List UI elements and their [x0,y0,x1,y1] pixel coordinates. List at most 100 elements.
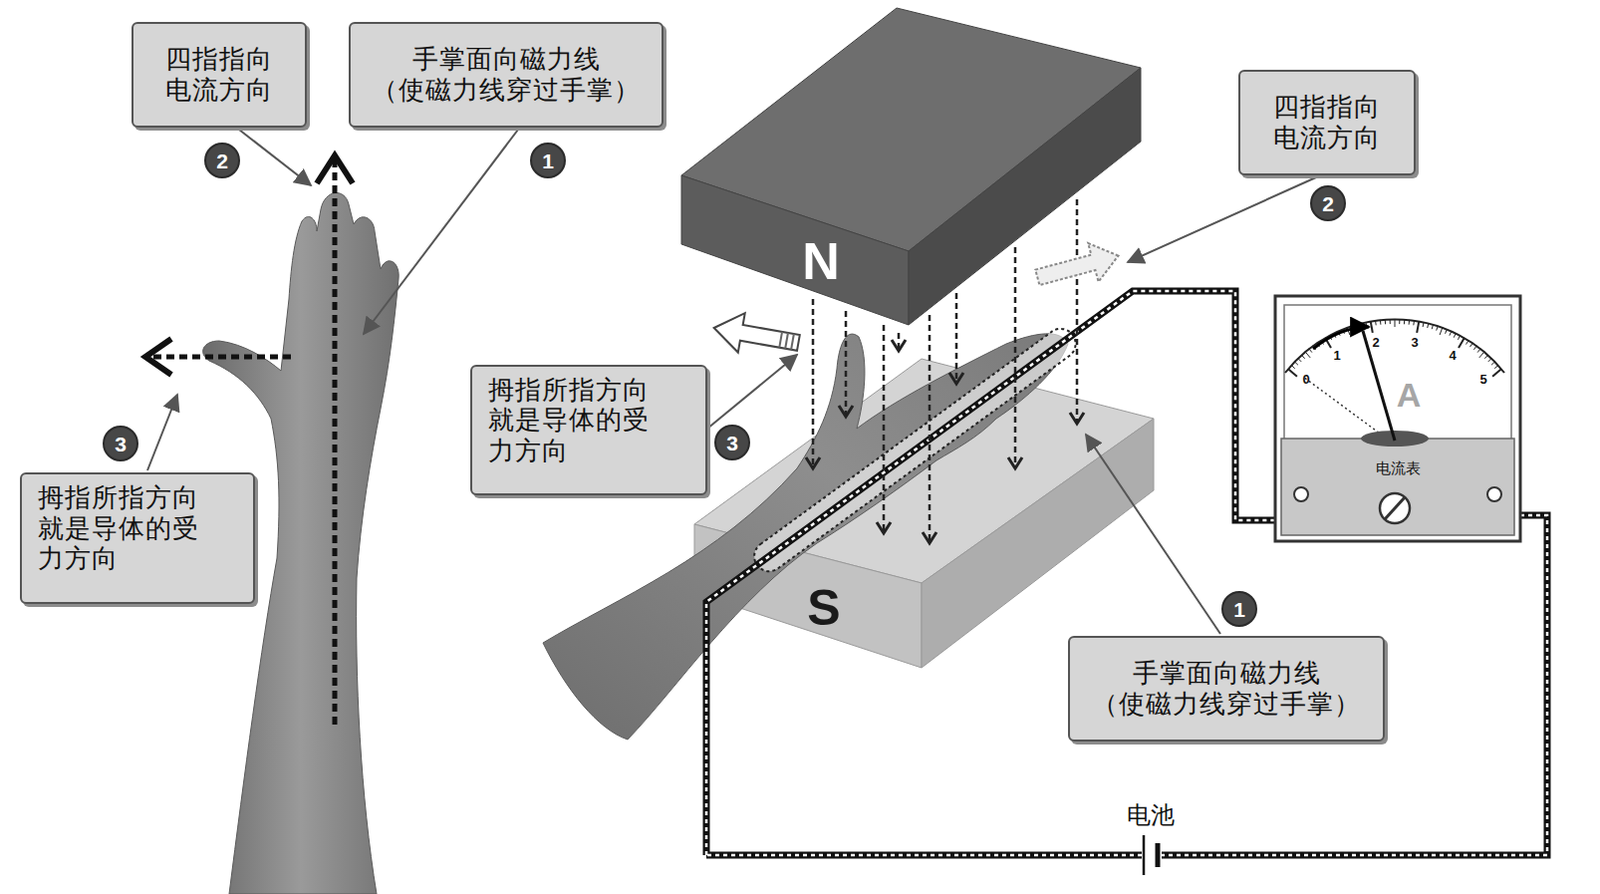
scale-number: 2 [1371,335,1379,349]
field-line [955,292,959,384]
scale-tick [1412,319,1415,325]
scale-tick [1427,322,1429,328]
field-line [811,298,815,469]
callout-text: 拇指所指方向 就是导体的受 力方向 [488,374,650,467]
current-arrowhead [316,155,353,184]
field-line [882,324,886,534]
field-arrowhead [891,339,906,351]
callout-box: 四指指向 电流方向 [1238,69,1416,176]
scale-tick [1370,320,1373,333]
magnet-side [908,67,1141,325]
scale-tick [1492,368,1502,377]
field-line [1075,199,1079,424]
ammeter-panel [1281,438,1515,535]
zero-screw-slot [1384,497,1405,520]
callout-text: 四指指向 电流方向 [1273,91,1381,153]
callout-text: 手掌面向磁力线 （使磁力线穿过手掌） [1091,657,1361,719]
scale-tick [1491,361,1496,366]
force-direction-line [151,354,291,360]
component-label: 电池 [1124,802,1177,827]
scale-tick [1479,351,1485,358]
leader-line [1085,434,1221,634]
scale-tick [1494,364,1499,368]
field-line [1014,247,1018,469]
field-arrowhead [838,405,853,417]
current-arrow [1032,236,1123,296]
scale-tick [1305,351,1311,358]
scale-tick [1309,348,1313,353]
scale-tick [1422,321,1424,327]
callout-box: 拇指所指方向 就是导体的受 力方向 [19,472,256,604]
scale-tick [1394,318,1396,327]
scale-tick [1398,318,1400,324]
zero-screw [1379,493,1410,524]
callout-text: 拇指所指方向 就是导体的受 力方向 [37,482,200,574]
needle-swing-arrow [1313,326,1369,349]
callout-text: 四指指向 电流方向 [165,43,273,105]
force-arrow [710,307,802,362]
terminal [1487,487,1502,502]
callout-box: 四指指向 电流方向 [131,21,307,128]
scale-tick [1488,357,1493,362]
scale-tick [1374,319,1377,325]
needle [1362,330,1395,441]
field-line [844,310,848,417]
scale-tick [1431,323,1433,329]
wire-dash [706,290,1548,855]
arrow-stripe [785,332,789,349]
force-arrowhead [145,338,172,375]
scale-tick [1484,354,1488,359]
scale-tick [1445,328,1448,334]
scale-tick [1389,318,1391,324]
scale-tick [1457,334,1460,339]
scale-tick [1473,345,1477,350]
leader-line [147,394,178,471]
magnet-front [681,175,909,325]
callout-box: 拇指所指方向 就是导体的受 力方向 [470,364,708,496]
scale-number: 4 [1448,348,1456,362]
scale-tick [1416,320,1419,333]
magnetic-field-lines [805,199,1084,543]
pole-label: S [806,582,840,633]
scale-ticks [1288,318,1502,377]
scale-tick [1470,342,1474,347]
scale-tick [1384,318,1386,324]
terminal [1294,487,1309,502]
ammeter-body [1275,295,1521,541]
scale-tick [1294,361,1299,366]
scale-tick [1403,318,1405,324]
scale-tick [1453,332,1456,338]
scale-tick [1301,354,1305,359]
scale-tick [1379,319,1382,325]
callout-box: 手掌面向磁力线 （使磁力线穿过手掌） [1067,635,1385,742]
wire [706,290,1548,855]
force-arrow-shape [710,307,802,362]
scale-tick [1449,330,1452,336]
current-direction-line [332,159,338,726]
pole-label: N [801,235,840,287]
arrow-stripe [791,333,795,350]
current-arrow-shape [1032,236,1123,296]
callout-box: 手掌面向磁力线 （使磁力线穿过手掌） [348,21,664,128]
scale-tick [1288,368,1298,377]
leader-line [239,129,311,186]
field-arrowhead [876,522,891,534]
scale-number: 0 [1302,372,1310,386]
battery-plate [1142,834,1146,875]
ammeter-scale-arc [1285,319,1505,373]
scale-number: 5 [1479,372,1487,386]
callout-number: 2 [1310,185,1346,222]
instrument-label: 电流表 [1375,461,1421,477]
callout-text: 手掌面向磁力线 （使磁力线穿过手掌） [371,43,641,105]
magnet-side [921,418,1154,668]
battery-plate [1155,842,1161,867]
field-arrowhead [1069,412,1084,424]
scale-tick [1436,325,1439,331]
scale-tick [1408,319,1411,325]
callout-number: 3 [102,425,139,462]
scale-number: 3 [1410,335,1418,349]
field-line [928,314,932,543]
scale-tick [1458,337,1465,348]
field-arrowhead [805,457,820,469]
callout-number: 1 [530,142,566,179]
